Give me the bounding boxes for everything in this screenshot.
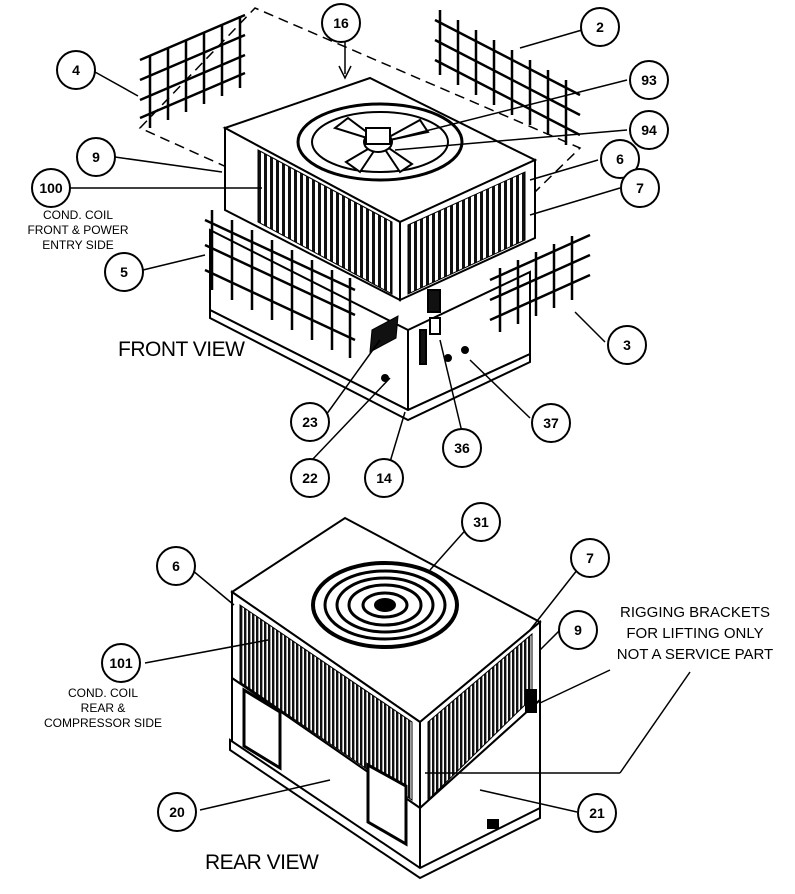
callout-101: 101 bbox=[101, 643, 141, 683]
svg-text:23: 23 bbox=[302, 414, 318, 430]
grille-4 bbox=[139, 13, 246, 128]
grille-2 bbox=[434, 10, 581, 145]
svg-text:21: 21 bbox=[589, 805, 605, 821]
fan-blades bbox=[332, 116, 430, 174]
svg-text:14: 14 bbox=[376, 470, 392, 486]
callout-7-rear: 7 bbox=[570, 538, 610, 578]
svg-text:9: 9 bbox=[574, 622, 582, 638]
svg-text:94: 94 bbox=[641, 122, 657, 138]
svg-text:5: 5 bbox=[120, 264, 128, 280]
rear-view-title: REAR VIEW bbox=[205, 851, 319, 874]
note-line: NOT A SERVICE PART bbox=[616, 646, 774, 663]
callouts: 16 2 4 93 94 9 6 100 7 5 3 23 37 36 22 1… bbox=[31, 3, 669, 833]
svg-text:22: 22 bbox=[302, 470, 318, 486]
callout-31: 31 bbox=[461, 502, 501, 542]
rear-base-rail bbox=[229, 738, 541, 880]
callout-36: 36 bbox=[442, 428, 482, 468]
svg-text:20: 20 bbox=[169, 804, 185, 820]
svg-text:6: 6 bbox=[172, 558, 180, 574]
grilles bbox=[139, 10, 591, 358]
front-view-unit bbox=[138, 7, 582, 422]
rear-coil-caption: COND. COIL REAR & COMPRESSOR SIDE bbox=[28, 686, 178, 731]
callout-2: 2 bbox=[580, 7, 620, 47]
callout-93: 93 bbox=[629, 60, 669, 100]
svg-text:7: 7 bbox=[636, 180, 644, 196]
note-line: RIGGING BRACKETS bbox=[619, 604, 771, 621]
front-coil-caption: COND. COIL FRONT & POWER ENTRY SIDE bbox=[8, 208, 148, 253]
callout-37: 37 bbox=[531, 403, 571, 443]
rear-panel-opening-2 bbox=[366, 762, 408, 847]
callout-20: 20 bbox=[157, 792, 197, 832]
svg-text:93: 93 bbox=[641, 72, 657, 88]
svg-text:101: 101 bbox=[109, 655, 133, 671]
callout-3: 3 bbox=[607, 325, 647, 365]
rear-panel-opening-1 bbox=[242, 687, 282, 771]
callout-4: 4 bbox=[56, 50, 96, 90]
front-view-title: FRONT VIEW bbox=[118, 338, 245, 361]
callout-94: 94 bbox=[629, 110, 669, 150]
svg-text:4: 4 bbox=[72, 62, 80, 78]
caption-line: REAR & bbox=[80, 701, 126, 715]
callout-22: 22 bbox=[290, 458, 330, 498]
callout-9-rear: 9 bbox=[558, 610, 598, 650]
svg-text:37: 37 bbox=[543, 415, 559, 431]
callout-100: 100 bbox=[31, 168, 71, 208]
grille-5 bbox=[204, 210, 356, 358]
svg-text:7: 7 bbox=[586, 550, 594, 566]
rear-view-unit bbox=[229, 516, 542, 880]
rigging-note: RIGGING BRACKETS FOR LIFTING ONLY NOT A … bbox=[597, 602, 793, 665]
svg-text:31: 31 bbox=[473, 514, 489, 530]
caption-line: COND. COIL bbox=[67, 686, 138, 700]
callout-6-rear: 6 bbox=[156, 546, 196, 586]
callout-16: 16 bbox=[321, 3, 361, 43]
caption-line: ENTRY SIDE bbox=[42, 238, 114, 252]
callout-9-front: 9 bbox=[76, 137, 116, 177]
front-base-rail bbox=[209, 308, 531, 422]
callout-23: 23 bbox=[290, 402, 330, 442]
svg-text:16: 16 bbox=[333, 15, 349, 31]
svg-text:100: 100 bbox=[39, 180, 63, 196]
callout-5: 5 bbox=[104, 252, 144, 292]
svg-text:9: 9 bbox=[92, 149, 100, 165]
caption-line: FRONT & POWER bbox=[27, 223, 129, 237]
callout-14: 14 bbox=[364, 458, 404, 498]
rear-fan-guard bbox=[311, 561, 459, 649]
svg-text:2: 2 bbox=[596, 19, 604, 35]
svg-text:36: 36 bbox=[454, 440, 470, 456]
grille-3 bbox=[489, 233, 591, 332]
callout-7-front: 7 bbox=[620, 168, 660, 208]
caption-line: COMPRESSOR SIDE bbox=[43, 716, 163, 730]
fan-guard bbox=[296, 102, 464, 182]
note-line: FOR LIFTING ONLY bbox=[626, 625, 764, 642]
svg-text:6: 6 bbox=[616, 151, 624, 167]
callout-21: 21 bbox=[577, 793, 617, 833]
svg-text:3: 3 bbox=[623, 337, 631, 353]
caption-line: COND. COIL bbox=[42, 208, 113, 222]
callout-6-front: 6 bbox=[600, 139, 640, 179]
